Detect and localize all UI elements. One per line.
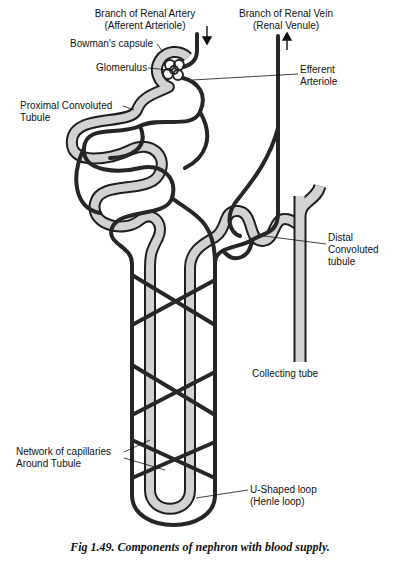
leader-line bbox=[124, 458, 165, 470]
collecting-tube-wall bbox=[300, 186, 320, 362]
leader-line bbox=[157, 44, 163, 52]
part-label: Distal Convoluted tubule bbox=[328, 232, 386, 268]
leader-line bbox=[264, 236, 326, 244]
part-label: U-Shaped loop (Henle loop) bbox=[250, 484, 324, 508]
arrow-head bbox=[283, 33, 291, 40]
glomerulus-loop bbox=[170, 66, 178, 74]
leader-lines bbox=[123, 44, 326, 498]
part-label: Branch of Renal Artery (Afferent Arterio… bbox=[86, 8, 204, 32]
leader-line bbox=[124, 440, 150, 452]
capillary-crossing bbox=[132, 275, 215, 478]
leader-line bbox=[196, 490, 248, 498]
leader-line bbox=[192, 74, 298, 80]
part-label: Collecting tube bbox=[252, 368, 318, 380]
leader-line bbox=[123, 106, 134, 110]
arrow-head bbox=[203, 37, 211, 44]
part-label: Efferent Arteriole bbox=[300, 64, 352, 88]
figure-caption: Fig 1.49. Components of nephron with blo… bbox=[0, 540, 400, 555]
glomerulus-loop bbox=[174, 60, 184, 70]
leader-line bbox=[148, 68, 170, 70]
capillary-branch bbox=[76, 112, 278, 263]
capillary-network bbox=[84, 36, 278, 525]
part-label: Branch of Renal Vein (Renal Venule) bbox=[234, 8, 338, 32]
part-label: Network of capillaries Around Tubule bbox=[16, 446, 124, 470]
part-label: Proximal Convoluted Tubule bbox=[20, 100, 122, 124]
collecting-tube-lumen bbox=[300, 186, 320, 362]
part-label: Bowman's capsule bbox=[70, 38, 153, 50]
afferent-arteriole bbox=[184, 34, 197, 67]
part-label: Glomerulus bbox=[96, 62, 147, 74]
